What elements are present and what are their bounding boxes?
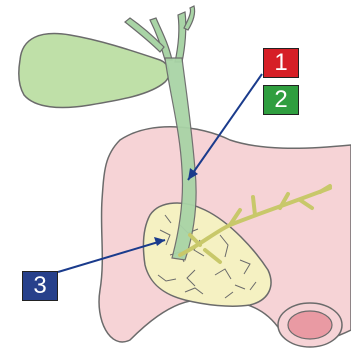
label-3: 3	[22, 271, 58, 301]
label-2: 2	[263, 85, 299, 115]
duodenum-lumen	[278, 303, 342, 347]
label-1: 1	[263, 48, 299, 78]
gallbladder	[19, 34, 169, 108]
